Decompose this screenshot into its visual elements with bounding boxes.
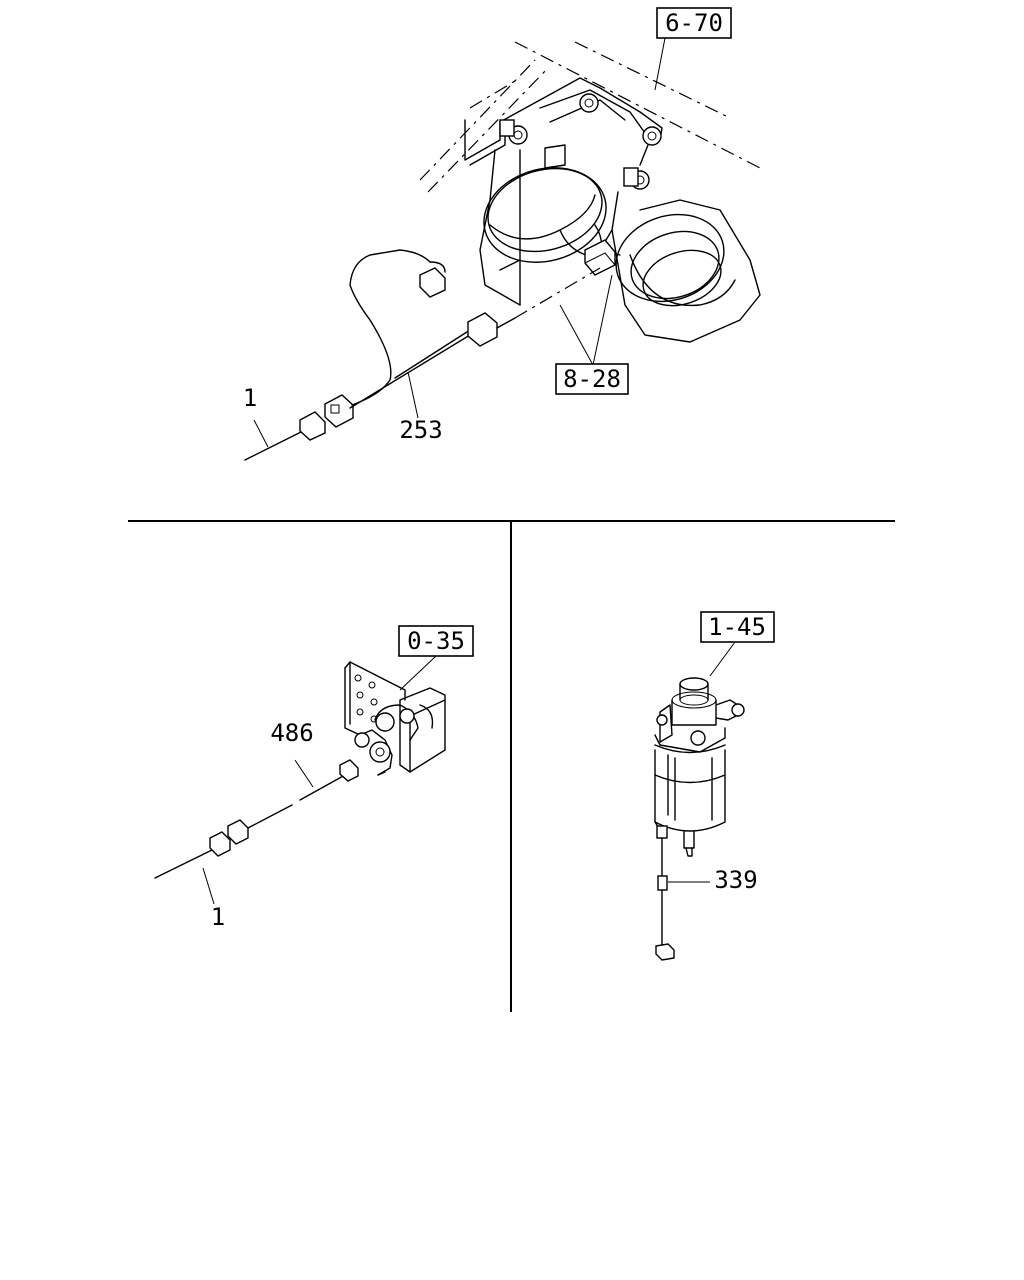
connector-icon — [657, 875, 668, 891]
connector-icon — [419, 267, 446, 298]
reference-label: 0-35 — [407, 627, 465, 655]
bolt-icon — [499, 119, 528, 145]
part-number-label[interactable]: 486 — [270, 719, 313, 747]
switch-assembly-illustration — [154, 655, 446, 905]
reference-box-0-35[interactable]: 0-35 — [398, 625, 474, 657]
bolt-icon — [579, 93, 599, 113]
part-number-label[interactable]: 1 — [211, 903, 225, 931]
horn-assembly-illustration — [244, 37, 761, 461]
part-number-label[interactable]: 253 — [399, 416, 442, 444]
connector-icon — [656, 825, 668, 839]
connector-icon — [324, 394, 354, 428]
reference-label: 1-45 — [708, 613, 766, 641]
connector-icon — [339, 759, 359, 782]
connector-icon — [209, 831, 231, 857]
part-number-label[interactable]: 339 — [714, 866, 757, 894]
connector-icon — [467, 312, 498, 347]
reference-box-6-70[interactable]: 6-70 — [656, 7, 732, 39]
reference-label: 8-28 — [563, 365, 621, 393]
bolt-icon — [642, 126, 662, 146]
reference-label: 6-70 — [665, 9, 723, 37]
connector-icon — [299, 411, 326, 441]
reference-box-8-28[interactable]: 8-28 — [555, 363, 629, 395]
part-number-label[interactable]: 1 — [243, 384, 257, 412]
connector-icon — [227, 819, 249, 845]
bolt-icon — [623, 167, 650, 190]
reference-box-1-45[interactable]: 1-45 — [700, 611, 775, 643]
fuel-filter-illustration — [654, 641, 745, 961]
connector-icon — [655, 943, 675, 961]
